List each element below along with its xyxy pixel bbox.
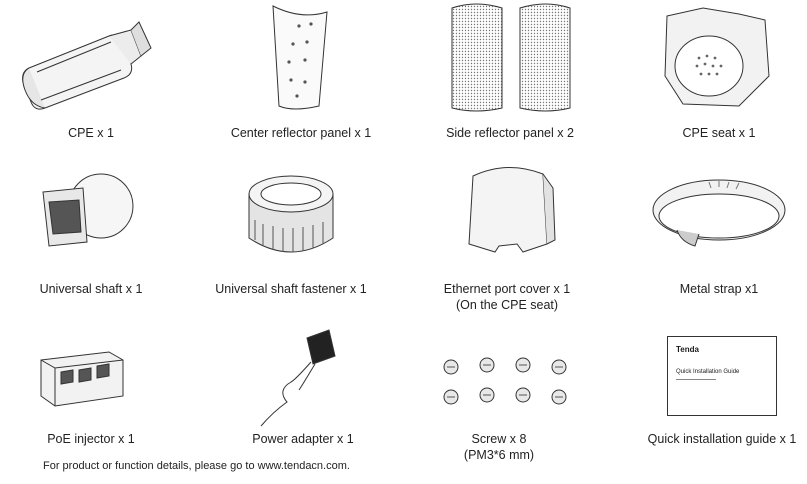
center-reflector-illustration [201, 2, 401, 112]
item-label: Ethernet port cover x 1 [443, 282, 571, 296]
item-label: Side reflector panel x 2 [446, 126, 574, 140]
universal-shaft-illustration [0, 162, 191, 272]
cpe-seat-illustration [619, 6, 807, 116]
cpe-illustration [0, 8, 191, 118]
guide-line [676, 379, 716, 380]
fastener-illustration [191, 160, 391, 270]
item-label: Universal shaft x 1 [39, 282, 143, 296]
item-label: Universal shaft fastener x 1 [215, 282, 367, 296]
item-label: Center reflector panel x 1 [230, 126, 372, 140]
guide-title: Quick Installation Guide [676, 369, 740, 375]
item-label: Quick installation guide x 1 [647, 432, 797, 446]
item-note: (On the CPE seat) [455, 298, 559, 312]
item-label: CPE x 1 [68, 126, 114, 140]
item-label: CPE seat x 1 [682, 126, 756, 140]
footer-note: For product or function details, please … [43, 460, 350, 472]
item-label: Power adapter x 1 [252, 432, 354, 446]
metal-strap-illustration [619, 160, 807, 270]
poe-injector-illustration [0, 320, 191, 430]
item-label: PoE injector x 1 [47, 432, 135, 446]
item-label: Screw x 8 [471, 432, 527, 446]
item-note: (PM3*6 mm) [463, 448, 535, 462]
side-reflector-illustration [410, 2, 610, 112]
guide-brand: Tenda [676, 345, 699, 354]
power-adapter-illustration [203, 320, 403, 430]
guide-booklet: Tenda Quick Installation Guide [667, 336, 777, 416]
port-cover-illustration [407, 160, 607, 270]
screws-illustration [399, 345, 599, 455]
item-label: Metal strap x1 [679, 282, 759, 296]
